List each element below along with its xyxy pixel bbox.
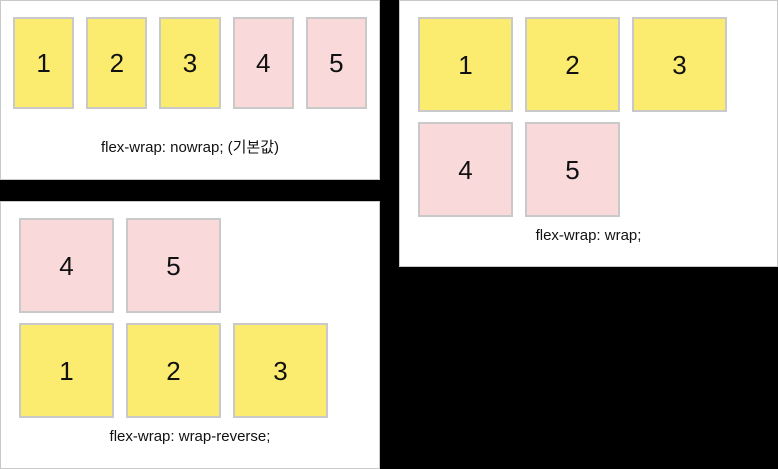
flex-item: 1 <box>13 17 75 109</box>
flex-item: 1 <box>19 323 114 418</box>
flex-item: 5 <box>525 122 620 217</box>
flex-item: 5 <box>305 17 368 109</box>
flex-item: 2 <box>525 17 620 112</box>
panel-caption-wrap: flex-wrap: wrap; <box>535 227 642 244</box>
flex-container-nowrap: 1 2 3 4 5 <box>1 1 379 109</box>
flex-item: 2 <box>126 323 221 418</box>
flex-item: 3 <box>632 17 727 112</box>
flex-container-wrap-reverse: 1 2 3 4 5 <box>1 202 379 428</box>
panel-flex-wrap-wrap: 1 2 3 4 5 flex-wrap: wrap; <box>399 0 778 267</box>
panel-caption-wrap-reverse: flex-wrap: wrap-reverse; <box>109 428 271 445</box>
panel-caption-nowrap: flex-wrap: nowrap; (기본값) <box>100 139 280 156</box>
flex-item: 2 <box>86 17 148 109</box>
flex-item: 4 <box>418 122 513 217</box>
flex-item: 1 <box>418 17 513 112</box>
flex-item: 3 <box>233 323 328 418</box>
flex-container-wrap: 1 2 3 4 5 <box>400 1 777 227</box>
panel-flex-wrap-nowrap: 1 2 3 4 5 flex-wrap: nowrap; (기본값) <box>0 0 380 180</box>
flex-item: 4 <box>19 218 114 313</box>
flex-item: 4 <box>232 17 294 109</box>
flex-item: 3 <box>159 17 221 109</box>
flex-item: 5 <box>126 218 221 313</box>
panel-flex-wrap-wrap-reverse: 1 2 3 4 5 flex-wrap: wrap-reverse; <box>0 201 380 469</box>
